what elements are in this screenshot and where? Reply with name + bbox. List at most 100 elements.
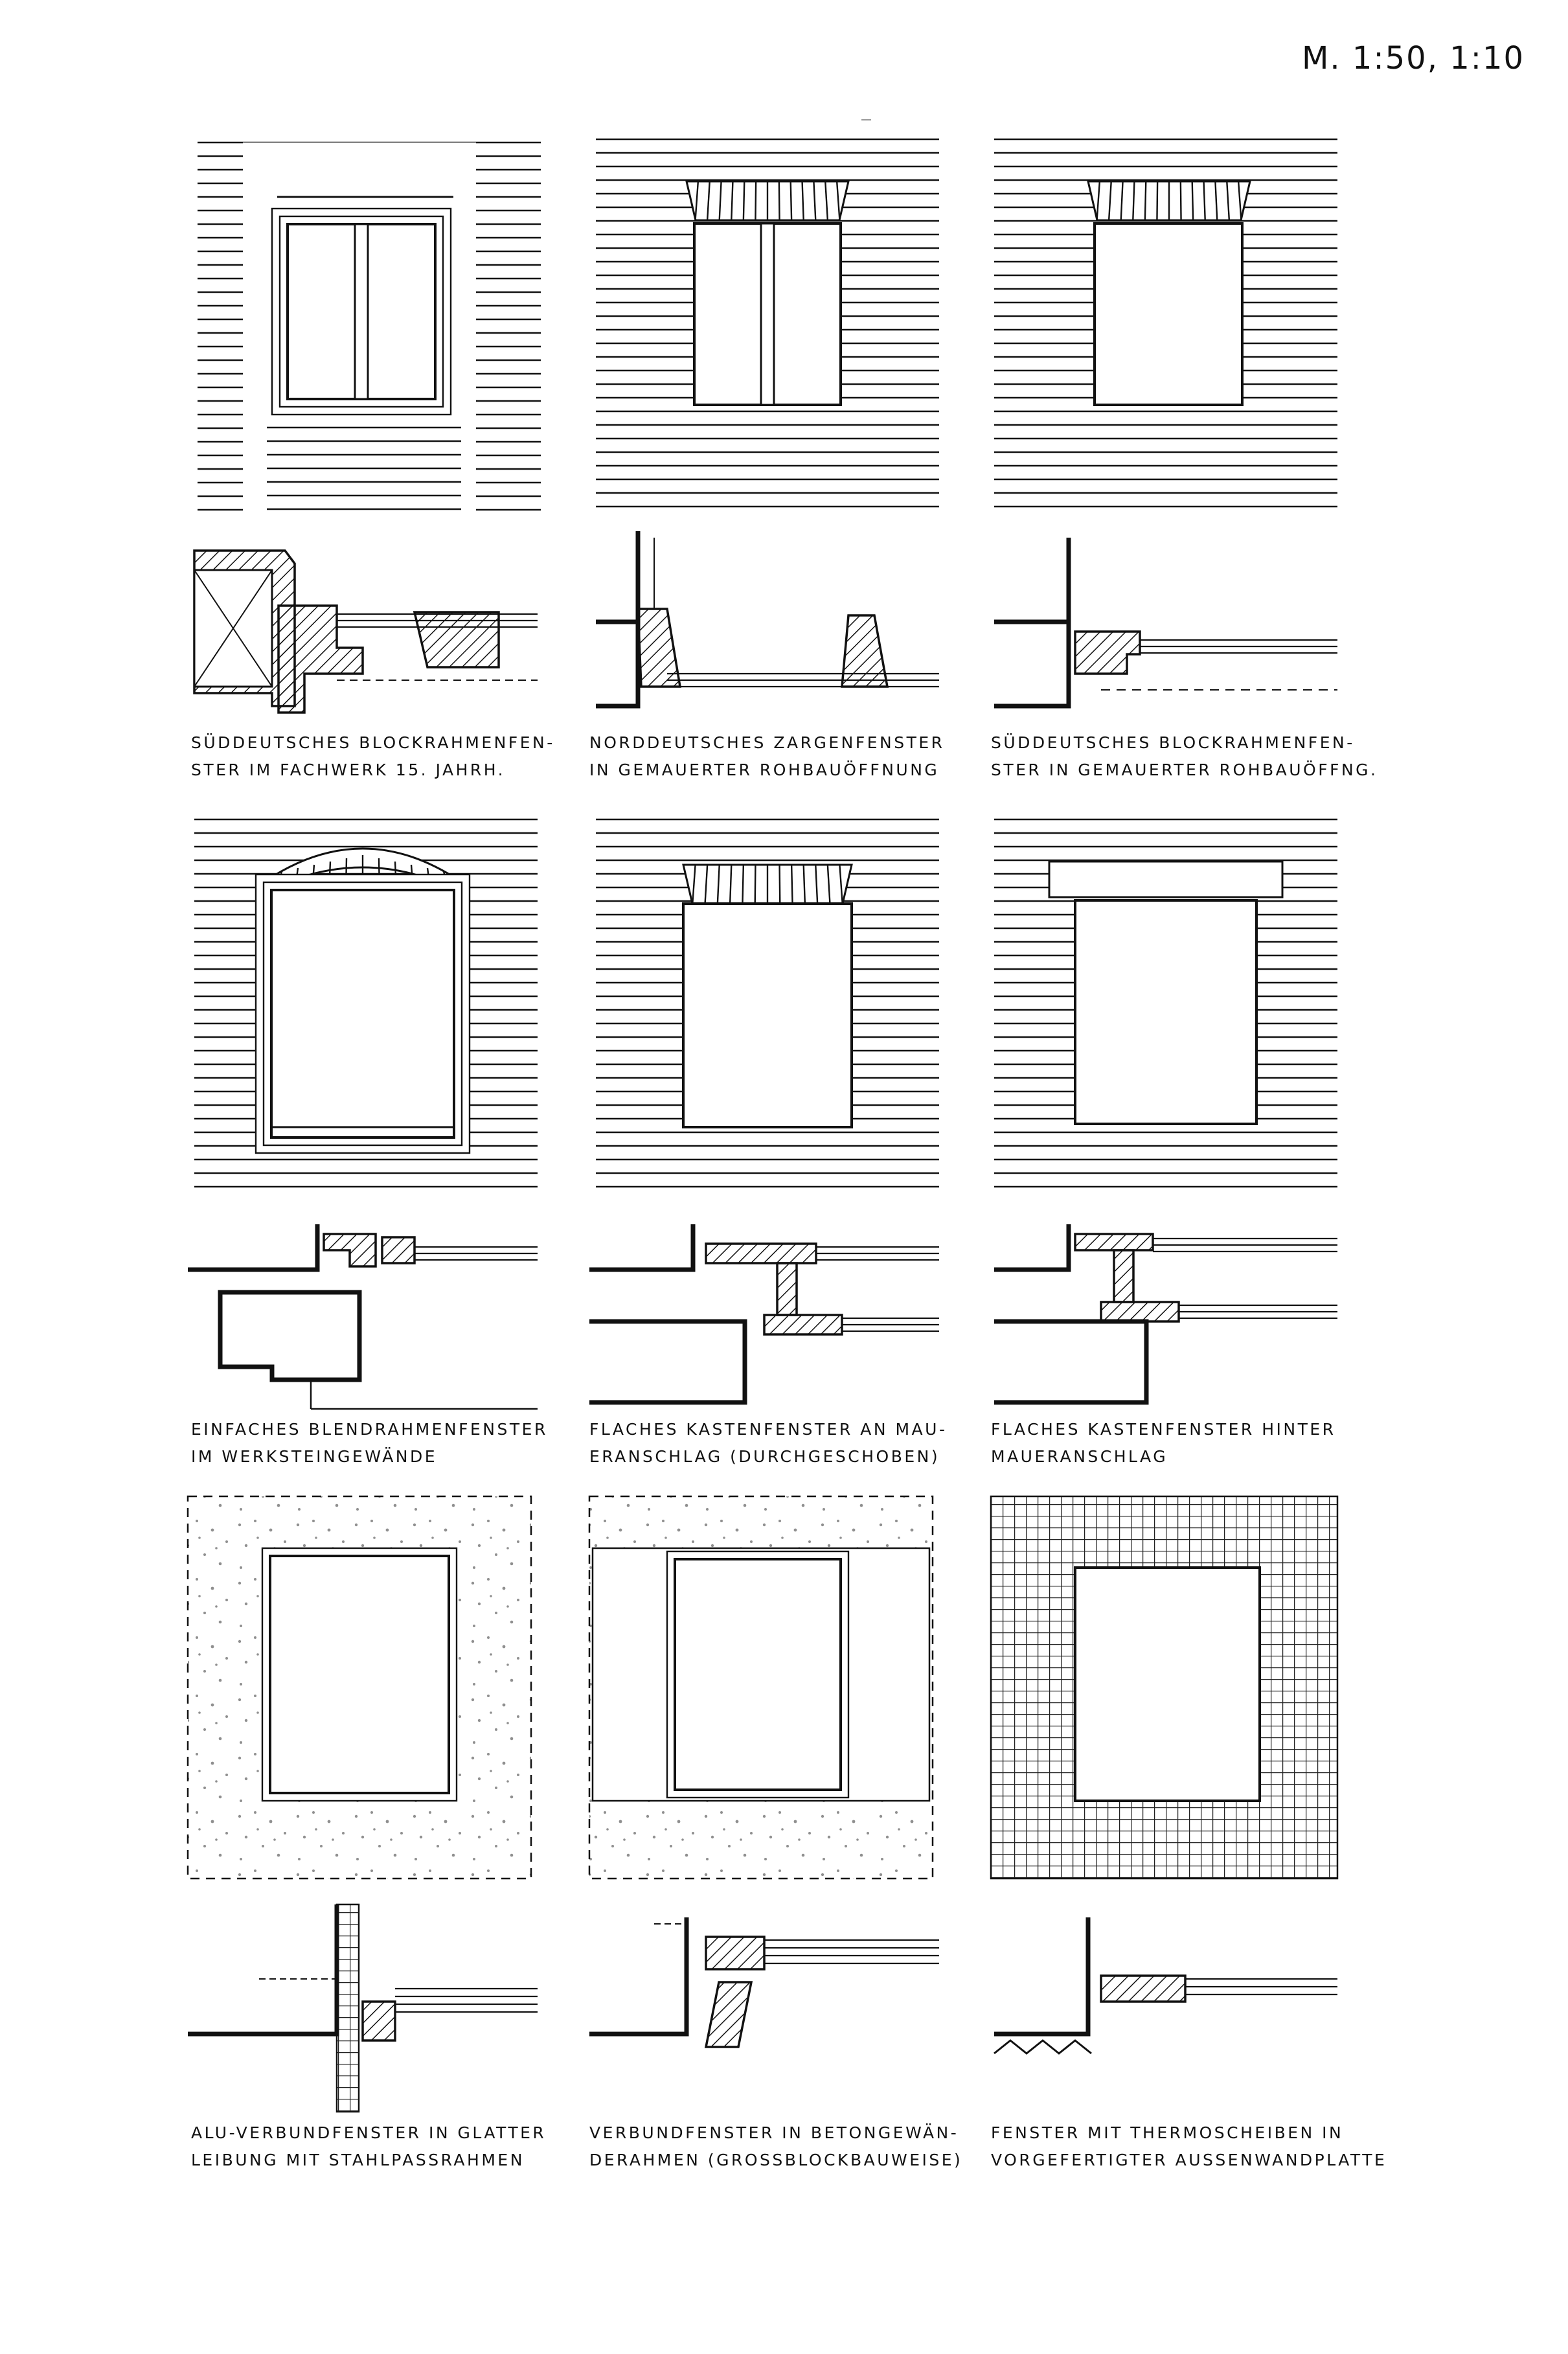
section-9 [994,1917,1337,2055]
brick-lintel [1087,180,1251,222]
section-5 [589,1224,939,1405]
caption-line: NORDDEUTSCHES ZARGENFENSTER [589,733,945,752]
wall-section [994,538,1071,709]
lintel-joint [1214,181,1218,221]
lintel-joint [718,181,722,221]
section-profile [705,1242,817,1264]
section-profile [763,1314,843,1336]
section-profile [1074,1233,1154,1251]
wall-panel [335,1903,360,2113]
panel-caption: FENSTER MIT THERMOSCHEIBEN IN VORGEFERTI… [991,2120,1387,2174]
panel-caption: FLACHES KASTENFENSTER AN MAU- ERANSCHLAG… [589,1416,952,1470]
wall-opening [256,874,470,1153]
window-frame [270,889,455,1139]
window-frame [1074,899,1258,1125]
lintel-joint [692,864,696,904]
brick-lintel [685,180,850,222]
lintel-joint [815,864,819,904]
sill-seal [994,2039,1092,2055]
glazing [1140,639,1337,654]
section-profile [277,604,364,714]
detail-line [194,569,273,687]
window-mullion [354,223,369,400]
window-frame [682,902,853,1128]
caption-line: FLACHES KASTENFENSTER HINTER [991,1420,1336,1439]
panel-caption: EINFACHES BLENDRAHMENFENSTER IM WERKSTEI… [191,1416,554,1470]
window-elevation [261,1547,458,1802]
glazing [1153,1237,1337,1253]
lintel-joint [802,864,806,904]
window-elevation [666,1550,850,1799]
caption-line: VORGEFERTIGTER AUSSENWANDPLATTE [991,2151,1387,2169]
elevation-2 [596,138,939,508]
caption-line: EINFACHES BLENDRAHMENFENSTER [191,1420,548,1439]
elevation-5 [596,818,939,1188]
lintel-joint [778,181,780,221]
wall-section [188,1904,339,2037]
lintel-joint [801,181,804,221]
caption-line: ALU-VERBUNDFENSTER IN GLATTER [191,2123,547,2142]
glazing [395,1987,538,2013]
lintel-joint [839,864,843,904]
wall-section [589,1917,689,2037]
lintel-joint [731,181,734,221]
window-elevation [1074,899,1258,1125]
section-8 [589,1917,939,2048]
glazing [842,1317,939,1332]
section-profile [323,1233,377,1268]
glazing [764,1939,939,1965]
lintel-joint [826,864,831,904]
lintel-joint [824,181,829,221]
window-frame [255,873,471,1154]
window-elevation [271,207,452,416]
lintel-joint [1191,181,1194,221]
lintel-joint [1144,181,1147,221]
section-profile [1100,1974,1187,2003]
caption-line: STER IN GEMAUERTER ROHBAUÖFFNG. [991,760,1378,779]
caption-line: MAUERANSCHLAG [991,1447,1168,1466]
lintel-joint [704,864,709,904]
lintel-joint [694,181,699,221]
concrete-border [588,1495,934,1880]
brick-lintel [682,863,853,905]
section-profile [361,2000,396,2042]
window-frame [674,1558,842,1791]
section-profile [1100,1301,1180,1323]
lintel-joint [1132,181,1135,221]
lintel-joint [1120,181,1124,221]
lintel-joint [754,864,756,904]
window-mullion [760,222,775,406]
window-frame [261,1547,458,1802]
panel-caption: NORDDEUTSCHES ZARGENFENSTER IN GEMAUERTE… [589,729,952,784]
panel-caption: VERBUNDFENSTER IN BETONGEWÄN- DERAHMEN (… [589,2120,960,2174]
section-7 [188,1903,538,2113]
siding-lines [267,426,461,510]
lintel-joint [1226,181,1231,221]
elevation-4 [194,818,538,1188]
caption-line: FENSTER MIT THERMOSCHEIBEN IN [991,2123,1344,2142]
lintel-joint [706,181,710,221]
lintel-joint [755,181,757,221]
elevation-9 [990,1495,1339,1880]
wall-opening [1075,1568,1260,1801]
window-frame [1074,1566,1261,1802]
section-profile [1074,630,1141,675]
lintel-joint [813,181,817,221]
panel-caption: SÜDDEUTSCHES BLOCKRAHMENFEN- STER IN GEM… [991,729,1378,784]
section-2 [596,531,939,709]
lintel-beam [1048,860,1284,898]
concrete-border [187,1495,532,1880]
caption-line: IN GEMAUERTER ROHBAUÖFFNUNG [589,760,940,779]
elevation-8 [588,1495,934,1880]
lintel-joint [729,864,733,904]
caption-line: ERANSCHLAG (DURCHGESCHOBEN) [589,1447,940,1466]
caption-line: VERBUNDFENSTER IN BETONGEWÄN- [589,2123,959,2142]
elevation-3 [994,138,1337,508]
scale-label: M. 1:50, 1:10 [1302,40,1525,76]
lintel-joint [1108,181,1112,221]
wall-section [589,1224,747,1405]
lintel-joint [1237,181,1242,221]
window-frame [262,881,463,1147]
caption-line: SÜDDEUTSCHES BLOCKRAHMENFEN- [191,733,555,752]
